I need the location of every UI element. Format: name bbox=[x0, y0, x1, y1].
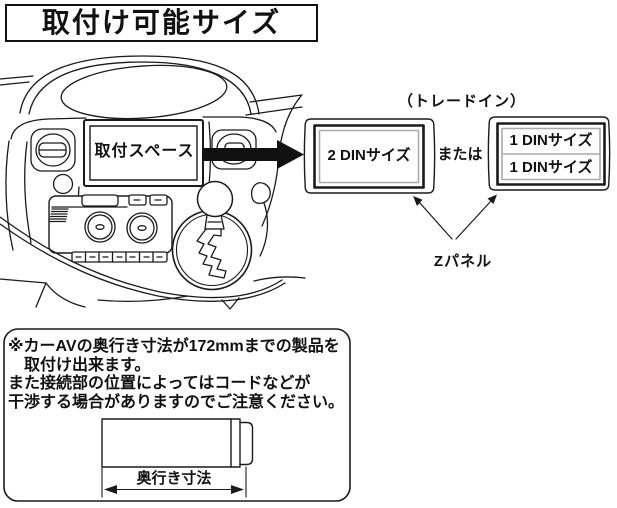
dashboard-illustration bbox=[0, 55, 306, 310]
depth-dimension-arrow bbox=[101, 466, 247, 498]
note-text: ※カーAVの奥行き寸法が172mmまでの製品を 取付け出来ます。 また接続部の位… bbox=[8, 338, 348, 412]
hazard-button bbox=[52, 173, 74, 195]
note-line: 取付け出来ます。 bbox=[8, 356, 151, 374]
din2-opening bbox=[313, 124, 425, 189]
trade-in-caption: （トレードイン） bbox=[397, 93, 526, 110]
note-line: また接続部の位置によってはコードなどが bbox=[8, 375, 311, 393]
instrument-cluster bbox=[19, 55, 260, 120]
din2-size-label: 2 DINサイズ bbox=[327, 146, 411, 164]
note-line: 干渉する場合がありますのでご注意ください。 bbox=[8, 393, 345, 411]
install-space-screen bbox=[83, 119, 204, 187]
or-label: または bbox=[437, 146, 483, 163]
din1-size-label-top: 1 DINサイズ bbox=[509, 132, 593, 150]
note-line: ※カーAVの奥行き寸法が172mmまでの製品を bbox=[8, 338, 340, 355]
dash-top-left-lines bbox=[0, 75, 34, 86]
unit-nose-tab bbox=[239, 421, 254, 466]
din2-inner-border bbox=[318, 129, 420, 184]
shift-knob bbox=[196, 180, 234, 218]
left-vent bbox=[30, 128, 76, 172]
left-knob bbox=[84, 211, 116, 243]
right-knob bbox=[126, 212, 158, 244]
din2-panel bbox=[303, 118, 436, 194]
head-unit-side-view bbox=[101, 418, 254, 468]
din1-panel bbox=[487, 116, 611, 191]
speaker-grille bbox=[48, 208, 69, 223]
depth-dimension-label: 奥行き寸法 bbox=[136, 470, 212, 487]
page-title-text: 取付け可能サイズ bbox=[41, 7, 282, 38]
console-curves bbox=[0, 216, 306, 310]
dash-contour bbox=[10, 116, 277, 140]
climate-panel bbox=[48, 194, 173, 263]
zpanel-arrows bbox=[413, 194, 497, 240]
din1-size-label-bottom: 1 DINサイズ bbox=[509, 159, 593, 177]
left-pillar bbox=[5, 140, 32, 251]
transfer-arrow bbox=[202, 140, 304, 169]
note-box bbox=[3, 328, 351, 502]
page-title: 取付け可能サイズ bbox=[5, 4, 318, 42]
gear-shifter bbox=[171, 180, 253, 291]
install-space-label: 取付スペース bbox=[94, 143, 195, 161]
shift-gate-zigzag bbox=[196, 228, 227, 279]
zpanel-label: Zパネル bbox=[433, 253, 493, 270]
button-strip bbox=[71, 251, 168, 263]
